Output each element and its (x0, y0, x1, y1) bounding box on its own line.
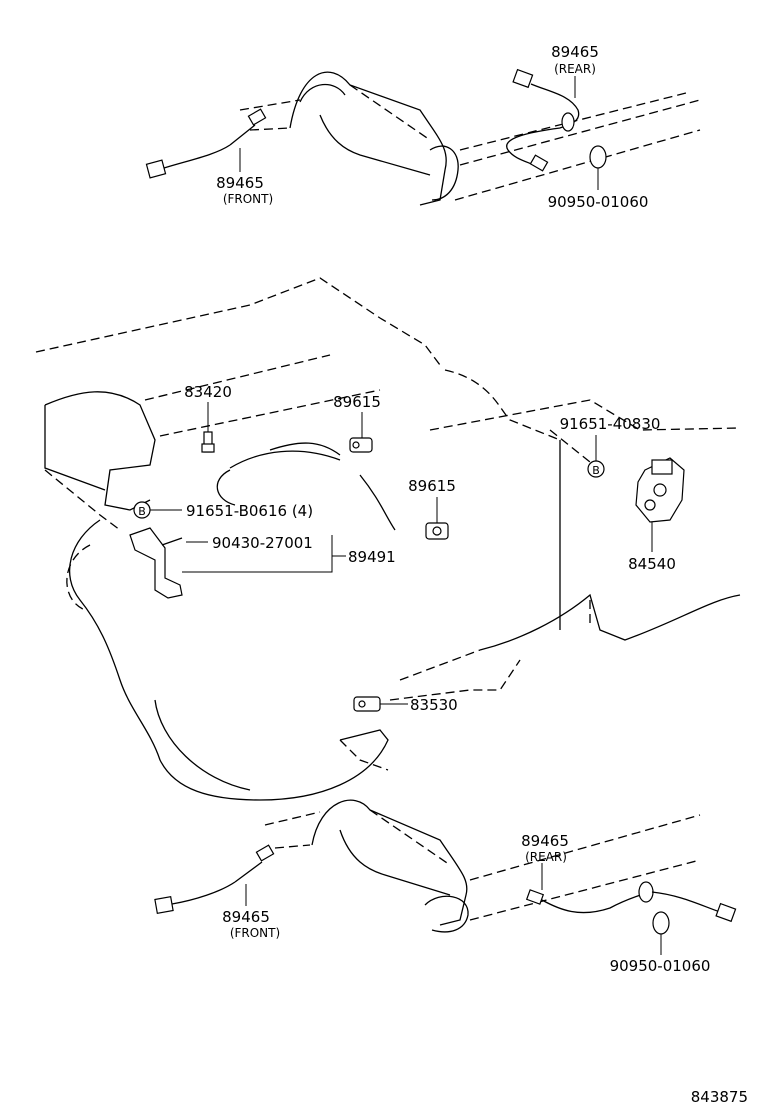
bracket-assembly (129, 527, 183, 599)
label-bracket-assy: 89491 (348, 548, 396, 566)
qualifier-o2-front-bottom: (FRONT) (230, 926, 280, 940)
callout-symbol-b1: B (592, 464, 600, 477)
bottom-exhaust-assembly (264, 799, 701, 933)
o2-sensor-front-bottom (154, 844, 275, 914)
top-exhaust-assembly (239, 71, 701, 206)
label-o2-front-top: 89465 (216, 174, 264, 192)
callout-symbol-b2: B (138, 505, 146, 518)
qualifier-o2-rear-top: (REAR) (554, 62, 596, 76)
o2-sensor-rear-bottom (525, 881, 737, 923)
label-gasket-bracket: 90430-27001 (212, 534, 313, 552)
neutral-start-switch (635, 457, 685, 523)
o2-sensor-rear-top (506, 68, 580, 172)
label-o2-rear-top: 89465 (551, 43, 599, 61)
bolt-callout-switch: B (587, 460, 605, 478)
diagram-id: 843875 (691, 1088, 748, 1106)
label-neutral-switch: 84540 (628, 555, 676, 573)
engine-block-outline (35, 277, 741, 801)
bolt-callout-bracket: B (133, 501, 151, 519)
qualifier-o2-front-top: (FRONT) (223, 192, 273, 206)
oil-pressure-switch (353, 696, 381, 712)
speed-sensor-upper (349, 437, 373, 453)
speed-sensor-lower (425, 522, 449, 540)
bracket-group-leader (182, 535, 346, 573)
label-o2-rear-bottom: 89465 (521, 832, 569, 850)
temp-sensor (201, 431, 215, 453)
label-speed-sensor-lower: 89615 (408, 477, 456, 495)
label-gasket-top: 90950-01060 (548, 193, 649, 211)
label-gasket-bottom: 90950-01060 (610, 957, 711, 975)
label-bolt-bracket: 91651-B0616 (4) (186, 502, 313, 520)
label-oil-pressure-switch: 83530 (410, 696, 458, 714)
gasket-ring-top (589, 145, 607, 169)
label-speed-sensor-upper: 89615 (333, 393, 381, 411)
o2-sensor-front-top (145, 108, 267, 179)
label-temp-sensor: 83420 (184, 383, 232, 401)
label-o2-front-bottom: 89465 (222, 908, 270, 926)
gasket-ring-bottom (652, 911, 670, 935)
label-bolt-switch: 91651-40830 (560, 415, 661, 433)
qualifier-o2-rear-bottom: (REAR) (525, 850, 567, 864)
